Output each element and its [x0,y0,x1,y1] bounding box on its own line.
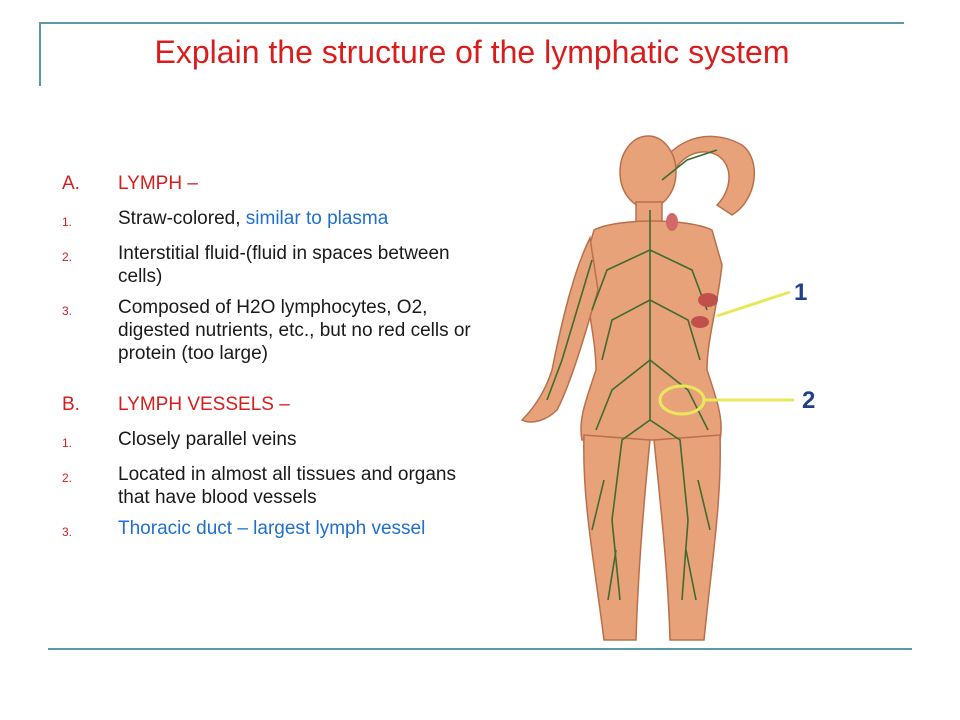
thymus-organ [666,213,678,231]
section-a-title: LYMPH – [118,173,198,194]
list-item: 2. Interstitial fluid-(fluid in spaces b… [62,242,482,288]
item-text: Located in almost all tissues and organs… [118,464,456,508]
item-text: Closely parallel veins [118,429,297,450]
body-silhouette [520,135,756,641]
item-number: 1. [62,436,73,450]
lymph-vessel-network [546,149,718,601]
item-number: 2. [62,250,73,264]
frame-left-rule [39,22,41,86]
frame-top-rule [40,22,904,24]
item-number: 3. [62,525,73,539]
section-a-heading: A. LYMPH – [62,172,482,195]
section-b-title: LYMPH VESSELS – [118,394,290,415]
label-1: 1 [794,279,807,306]
organ-lower [691,316,709,328]
item-number: 1. [62,215,73,229]
item-text-plain: Straw-colored, [118,208,246,229]
item-text-highlight: Thoracic duct – largest lymph vessel [118,518,426,539]
list-item: 2. Located in almost all tissues and org… [62,463,482,509]
lymphatic-body-figure: 1 2 [512,120,852,648]
content-list: A. LYMPH – 1. Straw-colored, similar to … [62,172,482,552]
section-b-letter: B. [62,394,80,415]
spleen-organ [698,293,718,307]
list-item: 3. Composed of H2O lymphocytes, O2, dige… [62,296,482,365]
body-illustration: 1 2 [520,135,815,641]
list-item: 1. Straw-colored, similar to plasma [62,207,482,234]
section-gap [62,373,482,393]
item-text: Straw-colored, similar to plasma [118,207,482,234]
label-2: 2 [802,387,815,414]
item-text: Composed of H2O lymphocytes, O2, digeste… [118,297,471,364]
item-number: 2. [62,471,73,485]
section-b-heading: B. LYMPH VESSELS – [62,393,482,416]
list-item: 3. Thoracic duct – largest lymph vessel [62,517,482,544]
section-a-letter: A. [62,173,80,194]
slide-title: Explain the structure of the lymphatic s… [154,34,790,70]
item-text-highlight: similar to plasma [245,208,389,229]
pointer-1-line [716,290,791,318]
list-item: 1. Closely parallel veins [62,428,482,455]
item-number: 3. [62,304,73,318]
item-text: Interstitial fluid-(fluid in spaces betw… [118,243,450,287]
frame-bottom-rule [48,648,912,650]
